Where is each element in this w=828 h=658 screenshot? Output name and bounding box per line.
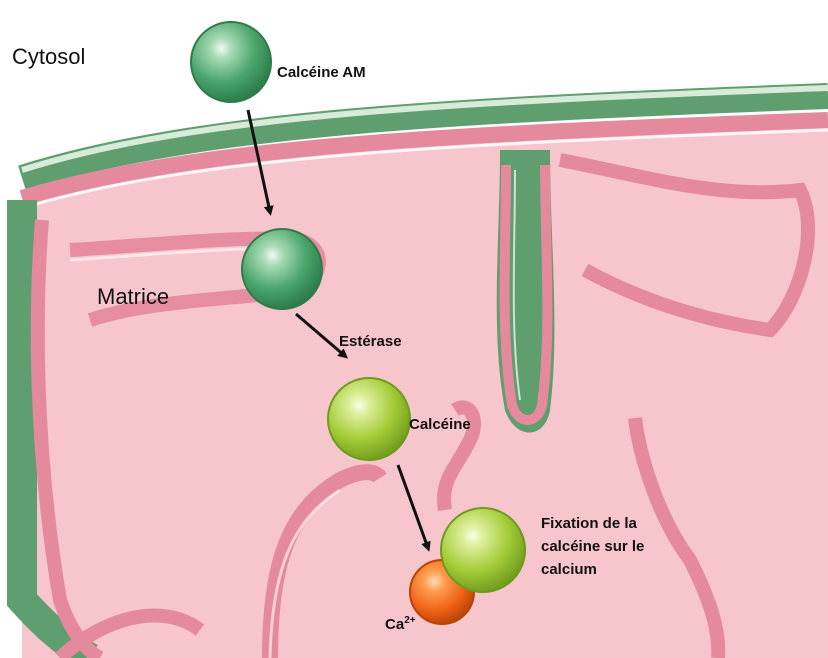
calcium-charge: 2+ — [404, 615, 415, 626]
calcium-label: Ca2+ — [385, 615, 416, 633]
calcein-label: Calcéine — [409, 416, 471, 433]
calcein-sphere — [328, 378, 410, 460]
intermediate-calcein-am-sphere — [242, 229, 322, 309]
matrix-label: Matrice — [97, 284, 169, 310]
calcein-am-label: Calcéine AM — [277, 64, 366, 81]
fixation-label: Fixation de la calcéine sur le calcium — [541, 512, 691, 581]
cytosol-label: Cytosol — [12, 44, 85, 70]
bound-calcein-sphere — [441, 508, 525, 592]
calcium-symbol: Ca — [385, 616, 404, 633]
calcein-am-sphere — [191, 22, 271, 102]
esterase-label: Estérase — [339, 333, 402, 350]
